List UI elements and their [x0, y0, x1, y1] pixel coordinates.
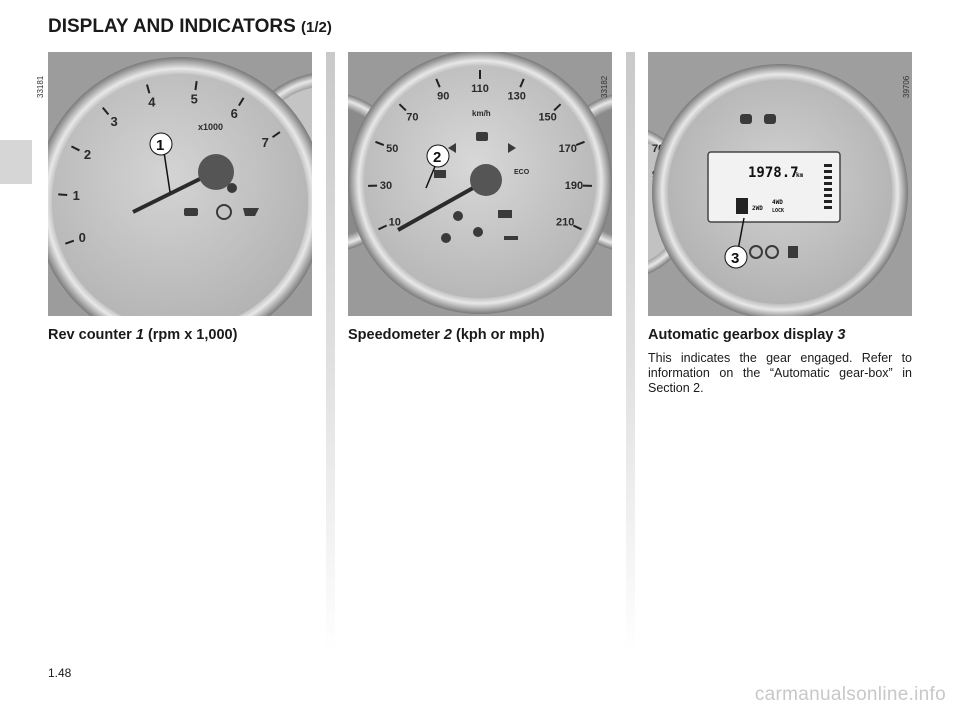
scale-tick — [145, 84, 151, 94]
scale-tick — [194, 81, 198, 91]
needle-hub — [198, 154, 234, 190]
lock-mode-label: 4WD — [772, 199, 783, 206]
page-title-part: (1/2) — [301, 19, 332, 36]
caption-text: (kph or mph) — [451, 327, 545, 343]
scale-label: 170 — [559, 143, 577, 155]
callout-number: 2 — [433, 149, 441, 166]
figure-ref: 39706 — [902, 75, 911, 98]
scale-tick — [398, 103, 407, 112]
scale-tick — [65, 239, 75, 245]
scale-label: 3 — [111, 114, 118, 129]
scale-label: 1 — [73, 188, 80, 203]
figure-ref: 33182 — [600, 75, 609, 98]
gearbox-display-illustration: 70 90 1978.7 km 2WD 4WD LOCK 3 — [648, 52, 912, 316]
page-title: DISPLAY AND INDICATORS (1/2) — [48, 16, 332, 38]
rev-counter-figure: 0 1 2 3 4 5 6 7 x1000 1 — [48, 52, 312, 316]
unit-label: km/h — [472, 109, 491, 118]
figure-caption: Automatic gearbox display 3 — [648, 327, 845, 343]
figure-caption: Speedometer 2 (kph or mph) — [348, 327, 545, 343]
gauge-face — [52, 74, 308, 316]
needle-hub — [470, 164, 502, 196]
scale-tick — [271, 131, 281, 139]
caption-text: (rpm x 1,000) — [143, 327, 238, 343]
fuel-bar-graph — [824, 164, 832, 209]
scale-label: 110 — [471, 83, 489, 95]
scale-label: 0 — [79, 230, 86, 245]
gearbox-display-figure: 70 90 1978.7 km 2WD 4WD LOCK 3 — [648, 52, 912, 316]
caption-text: Rev counter — [48, 327, 136, 343]
scale-tick — [375, 140, 385, 147]
callout-number: 3 — [731, 250, 739, 267]
callout-marker — [426, 144, 450, 168]
scale-label: 130 — [508, 90, 526, 102]
scale-label: 150 — [538, 112, 556, 124]
rev-counter-illustration: 0 1 2 3 4 5 6 7 x1000 1 — [48, 52, 312, 316]
gearbox-description: This indicates the gear engaged. Refer t… — [648, 351, 912, 395]
page-title-main: DISPLAY AND INDICATORS — [48, 16, 296, 37]
scale-tick — [572, 224, 582, 231]
scale-label: 2 — [84, 147, 91, 162]
callout-leader — [425, 163, 437, 189]
gear-indicator — [736, 198, 748, 214]
page-number: 1.48 — [48, 666, 72, 680]
scale-tick — [378, 224, 388, 231]
scale-label: 210 — [556, 217, 574, 229]
scale-tick — [519, 78, 525, 88]
lock-label: LOCK — [772, 208, 784, 214]
watermark: carmanualsonline.info — [754, 684, 946, 705]
odometer-unit: km — [796, 172, 804, 179]
caption-text: Automatic gearbox display — [648, 327, 838, 343]
scale-tick — [70, 145, 80, 152]
caption-number: 3 — [837, 327, 846, 343]
speedometer-illustration: 10 30 50 70 90 110 130 150 170 190 210 km/h ECO 2 — [348, 52, 612, 316]
section-tab — [0, 140, 32, 184]
figure-ref: 33181 — [36, 75, 45, 98]
speedometer-figure: 10 30 50 70 90 110 130 150 170 190 210 km/h ECO 2 — [348, 52, 612, 316]
scale-label: 70 — [406, 112, 418, 124]
callout-leader — [163, 151, 171, 193]
scale-tick — [575, 140, 585, 147]
scale-tick — [553, 103, 562, 112]
scale-label: 5 — [191, 92, 198, 107]
scale-label: 190 — [565, 180, 583, 192]
drive-mode-label: 2WD — [752, 205, 763, 212]
callout-marker — [724, 245, 748, 269]
scale-label: 7 — [262, 135, 269, 150]
warning-lamp-icons — [434, 132, 518, 243]
scale-tick — [435, 78, 441, 88]
callout-number: 1 — [156, 137, 164, 154]
eco-label: ECO — [514, 169, 530, 176]
scale-tick — [58, 193, 68, 196]
warning-lamp-icons — [740, 114, 798, 259]
figure-caption: Rev counter 1 (rpm x 1,000) — [48, 327, 237, 343]
caption-text: Speedometer — [348, 327, 444, 343]
caption-number: 2 — [443, 327, 452, 343]
callout-leader — [737, 217, 745, 251]
scale-label: 30 — [380, 180, 392, 192]
scale-label: 6 — [231, 106, 238, 121]
scale-label: 4 — [148, 94, 156, 109]
scale-tick — [238, 97, 245, 107]
column-divider — [326, 52, 335, 652]
scale-label: 10 — [389, 217, 401, 229]
scale-label: 50 — [386, 143, 398, 155]
scale-tick — [101, 106, 110, 116]
callout-marker — [149, 132, 173, 156]
odometer-readout: 1978.7 — [748, 165, 799, 181]
unit-label: x1000 — [198, 122, 223, 132]
scale-label: 90 — [437, 90, 449, 102]
column-divider — [626, 52, 635, 652]
caption-number: 1 — [135, 327, 144, 343]
